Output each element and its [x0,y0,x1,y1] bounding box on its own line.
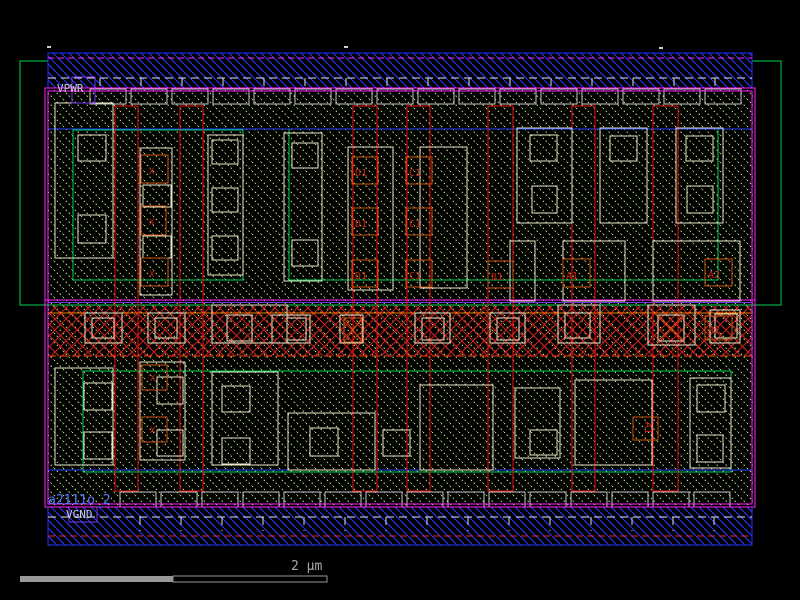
pin-label-a2: A2 [708,325,720,336]
pin-label-x: X [150,374,156,384]
cell-diff-hatch [47,90,753,506]
ground-rail-label: VGND [66,508,93,521]
licon-contacts [84,304,741,346]
scalebar-outline [172,575,328,583]
static-labels: VPWR VGND a2111o_2 2 μm [48,82,322,574]
metal1-band-hatch [47,52,753,546]
pin-label-a2: A2 [708,270,720,281]
pin-label-c1: C1 [409,219,421,230]
pin-label-d1: D1 [355,271,367,282]
pin-label-a1-rotated: A1 [642,422,653,434]
tick-marks [47,46,663,49]
pin-label-x: X [149,167,155,177]
cell-border-magenta [44,87,756,508]
power-rail-label: VPWR [57,82,84,95]
cell-name-label: a2111o_2 [48,493,111,508]
metal1-blue-lines [48,128,752,471]
pin-label-boxes [140,154,733,443]
pin-label-x: X [149,218,155,228]
pin-label-d1: D1 [355,168,367,179]
poly-mid-crosshatch [48,306,752,356]
pin-label-x: X [150,426,156,436]
scalebar-fill [20,576,173,582]
metal1-white-dashed [48,77,752,531]
pin-label-a1: A1 [566,271,578,282]
pin-label-x: X [149,270,155,280]
scale-label: 2 μm [291,559,322,574]
pin-label-d1: D1 [355,219,367,230]
pin-label-c1: C1 [409,271,421,282]
pin-label-b1: B1 [491,272,503,283]
pin-label-c1: C1 [409,168,421,179]
contact-x-marks [343,314,685,343]
